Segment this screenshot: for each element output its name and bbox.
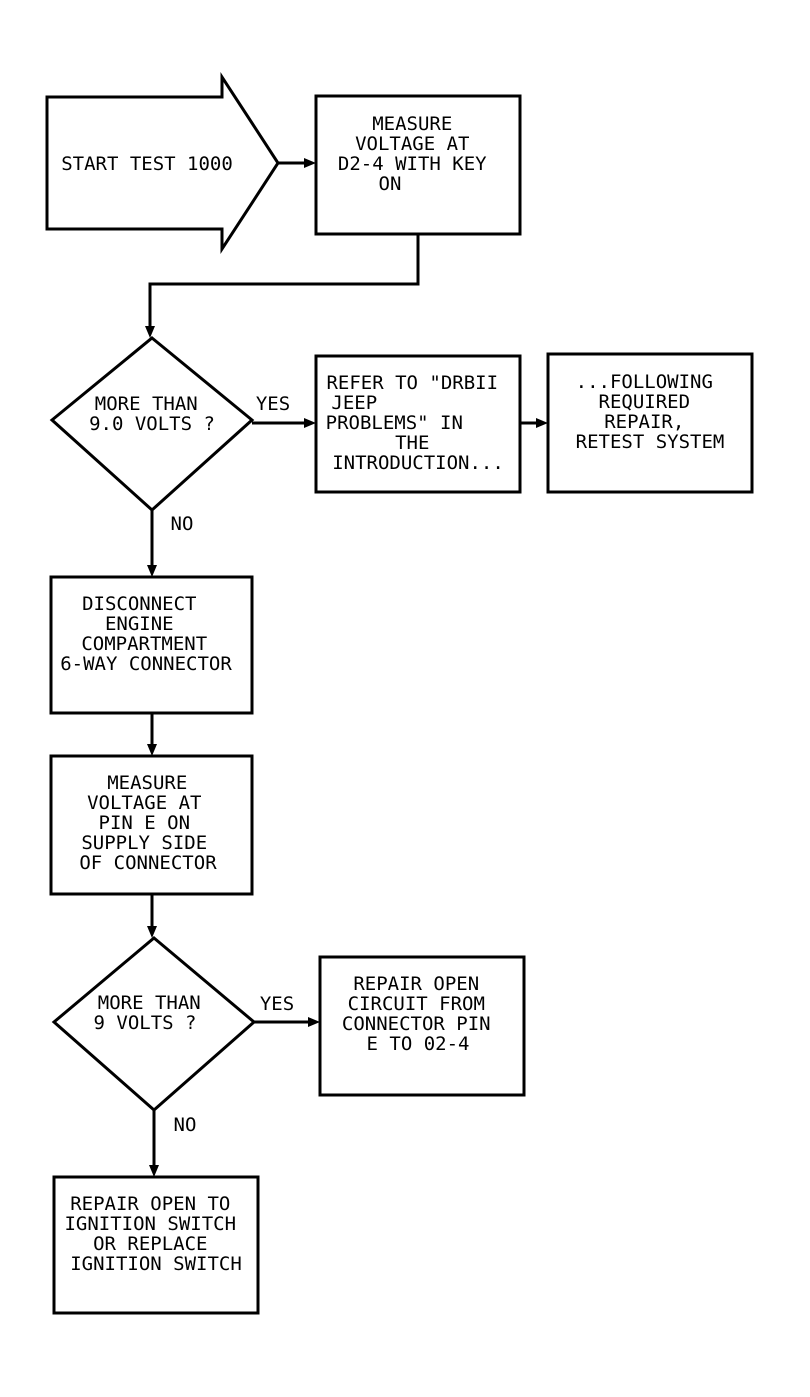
arrowhead-decision-2-no	[149, 1165, 159, 1177]
decision-9-label: MORE THAN 9 VOLTS ?	[94, 992, 213, 1034]
arrowhead-measure-to-decision-2	[147, 926, 157, 938]
arrowhead-refer-to-retest	[536, 418, 548, 428]
repair-ignition-label: REPAIR OPEN TO IGNITION SWITCH OR REPLAC…	[64, 1193, 247, 1275]
arrowhead-decision-no	[147, 565, 157, 577]
arrowhead-disconnect-to-measure	[147, 744, 157, 756]
arrowhead-decision-yes	[304, 418, 316, 428]
decision-9-0-no-label: NO	[171, 513, 194, 535]
start-arrow-shape	[45, 71, 280, 255]
measure-d2-box	[314, 94, 522, 236]
decision-9-yes-label: YES	[260, 993, 294, 1015]
repair-ignition-box	[52, 1175, 260, 1315]
arrowhead-measure-to-decision	[145, 326, 155, 338]
measure-d2-label: MEASURE VOLTAGE AT D2-4 WITH KEY ON	[338, 113, 498, 195]
repair-circuit-box	[318, 955, 526, 1097]
measure-pin-e-label: MEASURE VOLTAGE AT PIN E ON SUPPLY SIDE …	[79, 772, 218, 874]
refer-drbii-label: REFER TO "DRBII JEEP PROBLEMS" IN THE IN…	[326, 372, 510, 474]
retest-label: ...FOLLOWING REQUIRED REPAIR, RETEST SYS…	[576, 371, 725, 453]
decision-9-no-label: NO	[174, 1114, 197, 1136]
start-label: START TEST 1000	[61, 153, 233, 175]
decision-9-0-yes-label: YES	[256, 393, 290, 415]
decision-9-0-label: MORE THAN 9.0 VOLTS ?	[89, 393, 215, 435]
arrowhead-decision-2-yes	[308, 1017, 320, 1027]
arrowhead-start-to-measure	[304, 158, 316, 168]
disconnect-label: DISCONNECT ENGINE COMPARTMENT 6-WAY CONN…	[60, 593, 232, 675]
connector-measure-to-decision	[148, 234, 420, 328]
repair-circuit-label: REPAIR OPEN CIRCUIT FROM CONNECTOR PIN E…	[342, 973, 502, 1055]
